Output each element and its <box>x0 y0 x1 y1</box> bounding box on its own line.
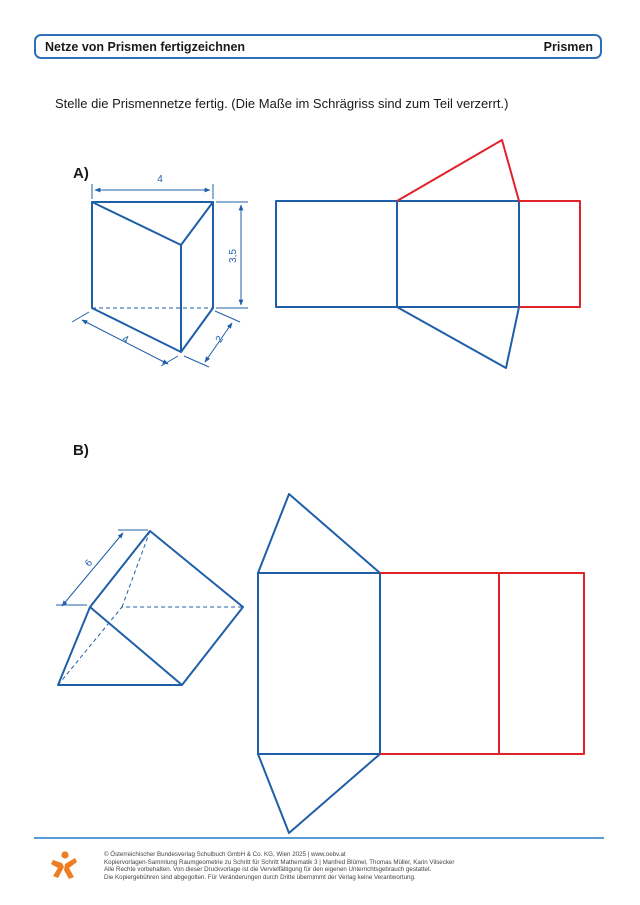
task-a-net-bottom-triangle <box>396 306 520 369</box>
topic-label: Prismen <box>543 39 593 54</box>
task-a-dim-depth-value: 2 <box>214 334 226 345</box>
page-title: Netze von Prismen fertigzeichnen <box>45 39 246 54</box>
task-a-dim-top-value: 4 <box>157 174 163 185</box>
task-b-dim-edge-line <box>61 532 124 607</box>
footer-copyright: © Österreichischer Bundesverlag Schulbuc… <box>104 851 574 881</box>
task-b-front-edge <box>89 606 183 686</box>
footer-line: Kopiervorlagen-Sammlung Raumgeometrie zu… <box>104 858 455 866</box>
task-a-net-middle-face <box>396 200 520 308</box>
task-b-prism-sketch <box>57 530 244 686</box>
task-b-net-top-triangle <box>257 493 381 574</box>
task-a-net-left-face <box>275 200 398 308</box>
task-a-top-edge <box>91 201 214 246</box>
task-b-net-faces-solution <box>380 572 585 755</box>
task-a-prism-sketch <box>91 201 214 353</box>
task-b-label: B) <box>73 442 89 459</box>
task-a-net <box>275 139 581 369</box>
footer-line: Die Kopiergebühren sind abgegolten. Für … <box>104 873 416 881</box>
task-a-net-right-face-solution <box>519 200 581 308</box>
task-b-hidden-edges <box>57 530 243 686</box>
task-b-net-left-face <box>257 572 381 755</box>
instruction-text: Stelle die Prismennetze fertig. (Die Maß… <box>55 96 509 111</box>
page-header: Netze von Prismen fertigzeichnen Prismen <box>34 34 602 59</box>
footer-line: Alle Rechte vorbehalten. Von dieser Druc… <box>104 866 432 874</box>
task-a-label: A) <box>73 165 89 182</box>
task-b-dimensions <box>56 529 148 607</box>
footer-line: © Österreichischer Bundesverlag Schulbuc… <box>104 851 346 858</box>
task-a-outline <box>91 201 214 353</box>
task-b-dim-edge-value: 6 <box>83 557 95 569</box>
task-a-dim-depth-line <box>204 322 233 363</box>
task-b-net-bottom-triangle <box>257 753 381 834</box>
task-b-outline <box>57 530 244 686</box>
task-a-dim-bottom-line <box>81 319 169 365</box>
task-b-net <box>257 493 585 834</box>
task-a-dim-bottom-value: 4 <box>120 334 130 347</box>
task-a-dimensions <box>71 184 248 368</box>
task-a-net-top-triangle-solution <box>396 139 520 202</box>
publisher-logo-icon <box>51 851 77 879</box>
task-a-dim-height-value: 3,5 <box>228 249 239 263</box>
footer-divider <box>34 837 604 839</box>
